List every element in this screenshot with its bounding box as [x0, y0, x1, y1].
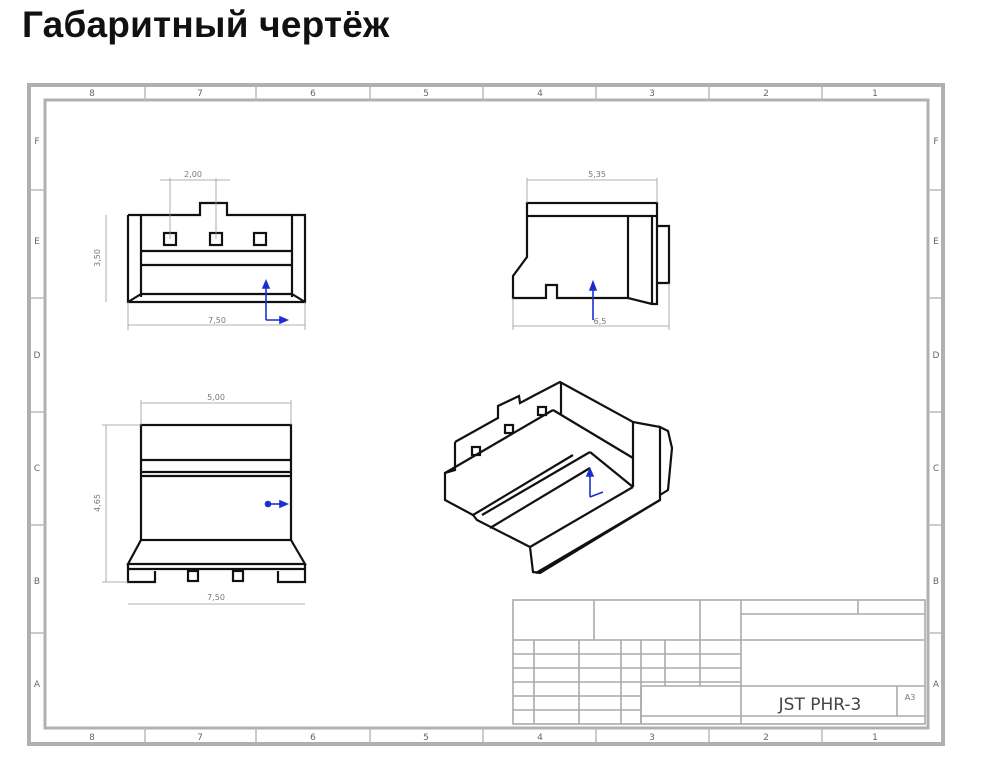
row-label: F	[933, 137, 938, 147]
row-label: F	[34, 137, 39, 147]
row-label: B	[34, 577, 40, 587]
row-label: E	[34, 237, 40, 247]
page-title: Габаритный чертёж	[22, 4, 390, 45]
row-label: C	[933, 464, 939, 474]
coordinate-axis-icon	[264, 499, 290, 509]
row-label: A	[933, 680, 940, 690]
dimension-top-height: 4,65	[93, 494, 102, 512]
zone-ticks	[31, 87, 941, 742]
column-label: 6	[310, 733, 316, 743]
dimension-top-bottom-width: 7,50	[207, 593, 225, 602]
column-label: 5	[423, 89, 429, 99]
column-label: 8	[89, 89, 95, 99]
dimension-front-height: 3,50	[93, 249, 102, 267]
front-view: 2,00 3,50 7,50	[93, 170, 307, 330]
dimension-front-pitch: 2,00	[184, 170, 202, 179]
outer-frame	[27, 83, 945, 746]
column-label: 3	[649, 89, 655, 99]
coordinate-axis-icon	[588, 279, 598, 320]
title-block: JST PHR-3 A3	[512, 599, 926, 725]
column-label: 4	[537, 733, 543, 743]
top-view: 5,00 4,65 7,50	[93, 393, 307, 605]
column-label: 7	[197, 89, 203, 99]
row-label: B	[933, 577, 939, 587]
column-label: 4	[537, 89, 543, 99]
column-label: 2	[763, 733, 769, 743]
inner-frame	[43, 98, 930, 730]
column-label: 8	[89, 733, 95, 743]
column-label: 2	[763, 89, 769, 99]
dimension-top-width: 5,00	[207, 393, 225, 402]
coordinate-axis-icon	[261, 278, 290, 325]
column-label: 3	[649, 733, 655, 743]
coordinate-axis-icon	[585, 466, 604, 498]
row-label: C	[34, 464, 40, 474]
column-label: 1	[872, 89, 878, 99]
dimension-side-bottom: 6,5	[594, 317, 607, 326]
row-label: D	[34, 351, 41, 361]
dimension-side-top: 5,35	[588, 170, 606, 179]
column-label: 5	[423, 733, 429, 743]
row-label: A	[34, 680, 41, 690]
dimension-front-width: 7,50	[208, 316, 226, 325]
part-name: JST PHR-3	[778, 695, 862, 715]
column-label: 1	[872, 733, 878, 743]
row-label: E	[933, 237, 939, 247]
column-label: 6	[310, 89, 316, 99]
column-label: 7	[197, 733, 203, 743]
row-label: D	[933, 351, 940, 361]
isometric-view	[443, 380, 674, 575]
sheet-size: A3	[905, 693, 916, 702]
side-view: 5,35 6,5	[511, 170, 671, 330]
